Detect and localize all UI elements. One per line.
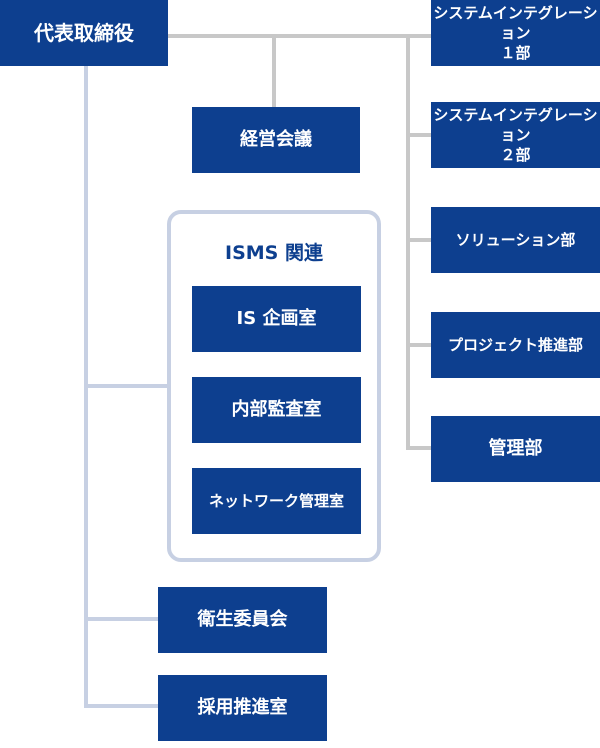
management-meeting-label: 経営会議	[240, 128, 312, 150]
department-si-1: システムインテグレーション １部	[431, 0, 600, 66]
department-si-1-line1: システムインテグレーション	[433, 3, 598, 42]
connector-to-management-meeting	[272, 34, 276, 110]
isms-internal-audit-label: 内部監査室	[231, 398, 322, 420]
connector-dept-5	[406, 446, 432, 450]
ceo-label: 代表取締役	[34, 20, 134, 45]
isms-group-title: ISMS 関連	[225, 242, 323, 264]
department-solution-label: ソリューション部	[455, 230, 576, 249]
connector-to-health-committee	[84, 617, 158, 621]
department-si-1-line2: １部	[500, 44, 531, 63]
department-project-promotion-label: プロジェクト推進部	[447, 335, 583, 354]
health-committee-label: 衛生委員会	[197, 608, 288, 630]
department-si-2-line1: システムインテグレーション	[433, 105, 598, 144]
management-meeting-box: 経営会議	[192, 107, 360, 173]
department-administration-label: 管理部	[488, 437, 543, 459]
isms-network-management-label: ネットワーク管理室	[208, 491, 344, 510]
connector-departments-trunk	[406, 34, 410, 450]
department-solution: ソリューション部	[431, 207, 600, 273]
recruitment-office-label: 採用推進室	[197, 696, 288, 718]
department-si-2: システムインテグレーション ２部	[431, 102, 600, 168]
department-project-promotion: プロジェクト推進部	[431, 312, 600, 378]
health-committee-box: 衛生委員会	[158, 587, 327, 653]
isms-internal-audit-box: 内部監査室	[192, 377, 361, 443]
ceo-box: 代表取締役	[0, 0, 168, 66]
connector-ceo-to-departments	[168, 34, 432, 38]
connector-to-isms	[84, 384, 170, 388]
isms-is-planning-box: IS 企画室	[192, 286, 361, 352]
department-si-2-line2: ２部	[500, 146, 531, 165]
connector-dept-3	[406, 238, 432, 242]
connector-dept-2	[406, 133, 432, 137]
isms-network-management-box: ネットワーク管理室	[192, 468, 361, 534]
isms-is-planning-label: IS 企画室	[236, 307, 317, 329]
recruitment-office-box: 採用推進室	[158, 675, 327, 741]
department-administration: 管理部	[431, 416, 600, 482]
connector-to-recruitment	[84, 704, 158, 708]
connector-dept-4	[406, 343, 432, 347]
